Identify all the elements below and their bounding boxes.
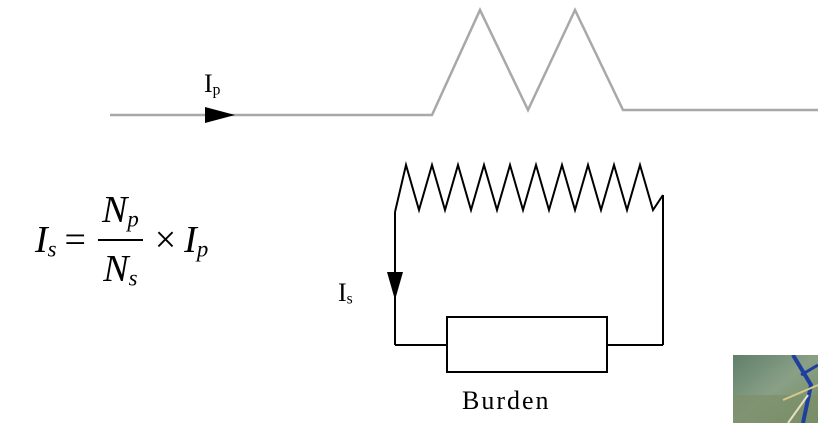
formula-denominator: Ns	[103, 248, 138, 291]
primary-current-label: Ip	[204, 69, 221, 99]
formula-fraction: Np Ns	[97, 188, 143, 291]
formula-times-sign: ×	[154, 219, 177, 261]
secondary-current-label: Is	[338, 278, 353, 308]
formula-equals-sign: =	[64, 219, 86, 261]
formula-rhs: Ip	[184, 218, 209, 262]
formula-lhs: Is	[35, 218, 57, 262]
corner-thumbnail-image	[733, 355, 818, 423]
primary-conductor	[110, 7, 818, 117]
primary-current-arrow	[205, 107, 235, 123]
secondary-current-arrow	[387, 272, 403, 300]
burden-resistor	[446, 316, 608, 373]
burden-label: Burden	[462, 386, 551, 415]
secondary-winding	[394, 161, 664, 214]
formula-numerator: Np	[97, 188, 143, 241]
current-ratio-formula: Is = Np Ns × Ip	[35, 185, 208, 295]
